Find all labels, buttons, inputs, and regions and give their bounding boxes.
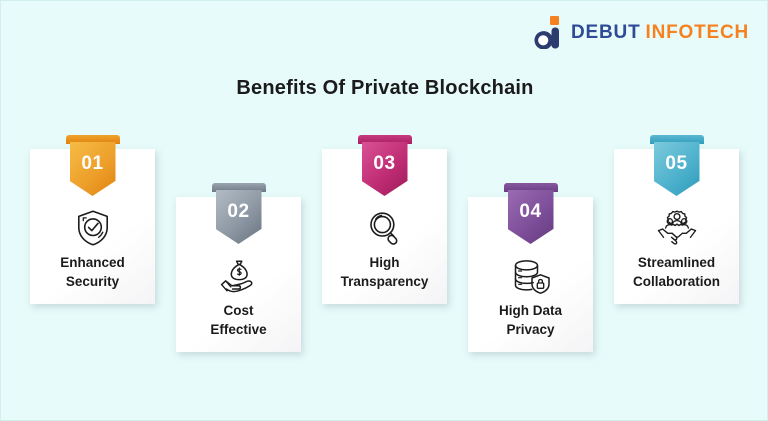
card-label-3-line2: Transparency: [340, 274, 429, 290]
card-label-5: Streamlined Collaboration: [620, 253, 733, 291]
card-number-4: 04: [519, 201, 542, 222]
card-label-3: High Transparency: [328, 253, 441, 291]
ribbon-top-bar-3: [357, 135, 412, 144]
debut-d-logo-icon: [533, 15, 563, 50]
card-number-1: 01: [81, 153, 104, 174]
shield-check-icon: [70, 207, 116, 249]
benefit-card-3: 03 High Transparency: [322, 135, 447, 304]
card-label-2-line2: Effective: [210, 322, 267, 338]
ribbon-top-bar-4: [503, 183, 558, 192]
card-label-2: Cost Effective: [182, 301, 295, 339]
database-lock-icon: [508, 255, 554, 297]
brand-name-secondary: INFOTECH: [645, 21, 749, 43]
card-label-4-line2: Privacy: [506, 322, 555, 338]
card-label-4-line1: High Data: [498, 303, 562, 318]
hand-money-bag-icon: [216, 255, 262, 297]
card-number-3: 03: [373, 153, 396, 174]
card-number-5: 05: [665, 153, 688, 174]
ribbon-top-bar-5: [649, 135, 704, 144]
magnifying-glass-icon: [362, 207, 408, 249]
handshake-gear-icon: [654, 207, 700, 249]
page-title: Benefits Of Private Blockchain: [236, 77, 534, 99]
ribbon-top-bar-2: [211, 183, 266, 192]
card-label-3-line1: High: [369, 255, 400, 270]
ribbon-body-2: 02: [215, 190, 262, 244]
card-label-5-line2: Collaboration: [633, 274, 720, 290]
card-label-5-line1: Streamlined: [637, 255, 716, 270]
ribbon-body-4: 04: [507, 190, 554, 244]
benefit-card-2: 02 Cost Effective: [176, 183, 301, 352]
ribbon-body-5: 05: [653, 142, 700, 196]
benefit-card-4: 04 High Data Privac: [468, 183, 593, 352]
benefit-card-1: 01 Enhanced Security: [30, 135, 155, 304]
card-label-1: Enhanced Security: [36, 253, 149, 291]
ribbon-body-3: 03: [361, 142, 408, 196]
benefit-card-5: 05: [614, 135, 739, 304]
card-label-4: High Data Privacy: [474, 301, 587, 339]
card-label-1-line2: Security: [65, 274, 120, 290]
card-number-2: 02: [227, 201, 250, 222]
card-label-2-line1: Cost: [223, 303, 254, 318]
ribbon-top-bar-1: [65, 135, 120, 144]
brand-name-primary: DEBUT: [571, 21, 641, 43]
ribbon-body-1: 01: [69, 142, 116, 196]
card-label-1-line1: Enhanced: [60, 255, 125, 270]
